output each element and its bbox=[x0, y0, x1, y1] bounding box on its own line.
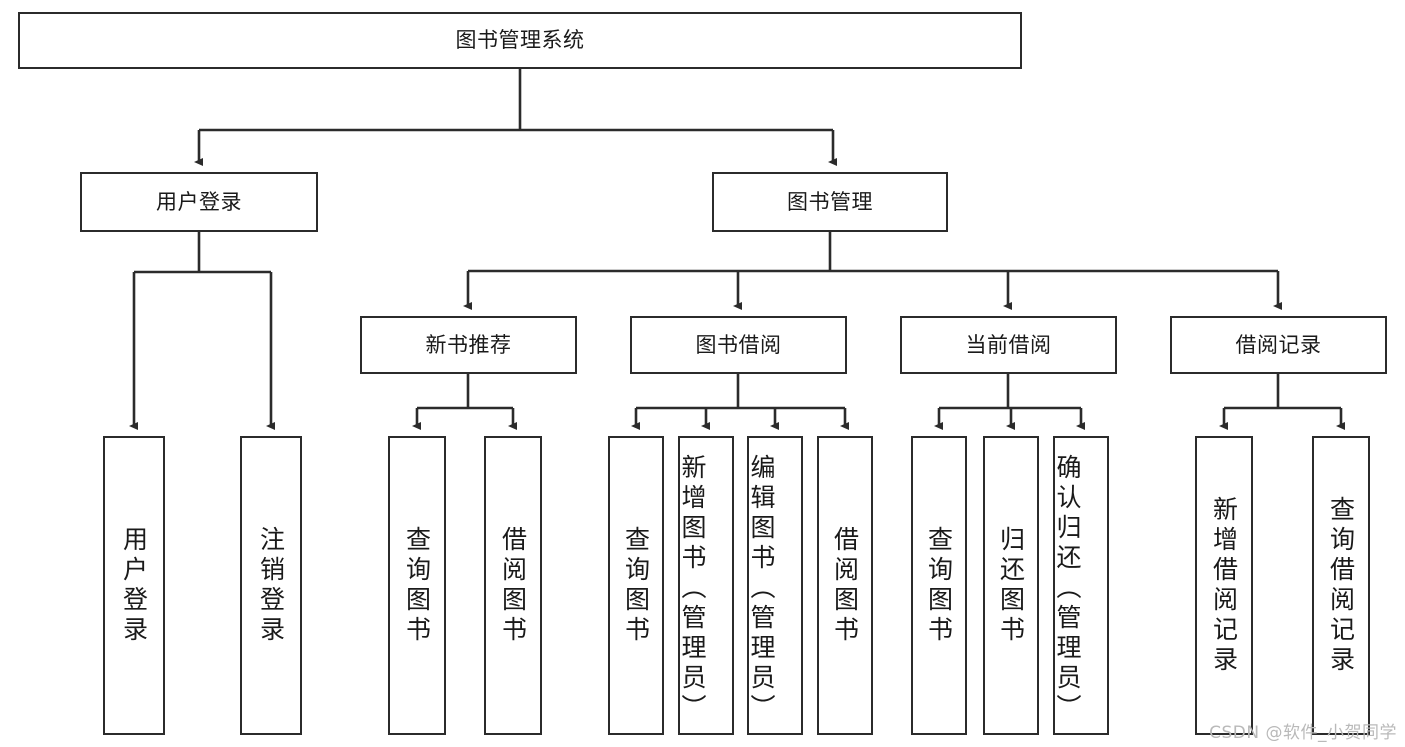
node-leaf-confirm-return[interactable]: 确认归还（管理员） bbox=[1053, 436, 1109, 735]
node-leaf-borrow-book-2[interactable]: 借阅图书 bbox=[817, 436, 873, 735]
node-leaf-logout[interactable]: 注销登录 bbox=[240, 436, 302, 735]
node-leaf-return-book-label: 归还图书 bbox=[996, 525, 1026, 646]
node-book-borrow[interactable]: 图书借阅 bbox=[630, 316, 847, 374]
node-leaf-query-book-1[interactable]: 查询图书 bbox=[388, 436, 446, 735]
node-user-login-label: 用户登录 bbox=[156, 189, 242, 214]
node-leaf-borrow-book-1-label: 借阅图书 bbox=[498, 525, 528, 646]
node-new-book-recommend[interactable]: 新书推荐 bbox=[360, 316, 577, 374]
node-leaf-add-record[interactable]: 新增借阅记录 bbox=[1195, 436, 1253, 735]
node-leaf-query-book-2-label: 查询图书 bbox=[621, 525, 651, 646]
node-leaf-edit-book[interactable]: 编辑图书（管理员） bbox=[747, 436, 803, 735]
node-leaf-query-book-3[interactable]: 查询图书 bbox=[911, 436, 967, 735]
node-borrow-record-label: 借阅记录 bbox=[1235, 332, 1322, 357]
node-new-book-recommend-label: 新书推荐 bbox=[425, 332, 512, 357]
node-leaf-add-record-label: 新增借阅记录 bbox=[1209, 495, 1239, 676]
csdn-watermark: CSDN @软件_小贺同学 bbox=[1209, 723, 1397, 743]
node-leaf-query-record[interactable]: 查询借阅记录 bbox=[1312, 436, 1370, 735]
node-current-borrow-label: 当前借阅 bbox=[965, 332, 1052, 357]
node-book-manage-label: 图书管理 bbox=[787, 189, 873, 214]
node-root-system[interactable]: 图书管理系统 bbox=[18, 12, 1022, 69]
node-leaf-add-book-label: 新增图书（管理员） bbox=[678, 453, 707, 724]
node-user-login[interactable]: 用户登录 bbox=[80, 172, 318, 232]
node-leaf-borrow-book-2-label: 借阅图书 bbox=[830, 525, 860, 646]
node-book-manage[interactable]: 图书管理 bbox=[712, 172, 948, 232]
node-leaf-edit-book-label: 编辑图书（管理员） bbox=[747, 453, 776, 724]
node-leaf-add-book[interactable]: 新增图书（管理员） bbox=[678, 436, 734, 735]
node-leaf-logout-label: 注销登录 bbox=[256, 525, 286, 646]
node-leaf-query-record-label: 查询借阅记录 bbox=[1326, 495, 1356, 676]
node-current-borrow[interactable]: 当前借阅 bbox=[900, 316, 1117, 374]
node-root-label: 图书管理系统 bbox=[455, 28, 585, 53]
node-leaf-user-login[interactable]: 用户登录 bbox=[103, 436, 165, 735]
node-borrow-record[interactable]: 借阅记录 bbox=[1170, 316, 1387, 374]
node-leaf-borrow-book-1[interactable]: 借阅图书 bbox=[484, 436, 542, 735]
node-book-borrow-label: 图书借阅 bbox=[695, 332, 782, 357]
node-leaf-query-book-1-label: 查询图书 bbox=[402, 525, 432, 646]
node-leaf-user-login-label: 用户登录 bbox=[119, 525, 149, 646]
node-leaf-query-book-3-label: 查询图书 bbox=[924, 525, 954, 646]
node-leaf-query-book-2[interactable]: 查询图书 bbox=[608, 436, 664, 735]
node-leaf-confirm-return-label: 确认归还（管理员） bbox=[1053, 453, 1082, 724]
node-leaf-return-book[interactable]: 归还图书 bbox=[983, 436, 1039, 735]
